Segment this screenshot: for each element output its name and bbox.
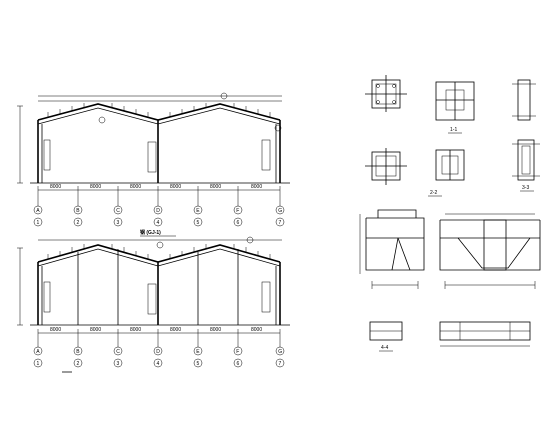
- axis-label: 6: [237, 361, 240, 367]
- axis-bubbles-lower-row1: A B C D E F G: [33, 346, 285, 356]
- detail-section-3-3: 3-3: [512, 139, 540, 192]
- axis-label: B: [76, 349, 80, 355]
- axis-label: 1: [37, 220, 40, 226]
- frame-elevation-lower: 8000 8000 8000 8000 8000 8000 A B C D: [17, 236, 290, 373]
- bay-dim-6: 8000: [251, 184, 262, 190]
- axis-label: 3: [117, 220, 120, 226]
- detail-section-2-2: 2-2: [365, 148, 465, 197]
- axis-label: 1: [37, 361, 40, 367]
- axis-label: 5: [197, 220, 200, 226]
- bay-dim-1: 8000: [50, 327, 61, 333]
- bay-dimension-ticks: [37, 329, 281, 337]
- axis-label: 5: [197, 361, 200, 367]
- detail-section-1-1: 1-1: [365, 75, 536, 134]
- section-label-4: 4-4: [381, 345, 388, 351]
- bay-dimension-ticks: [37, 186, 281, 194]
- section-label-3: 3-3: [522, 185, 529, 191]
- axis-label: 4: [157, 361, 160, 367]
- axis-leaders: [37, 337, 281, 347]
- purlin-marks: [47, 103, 271, 117]
- bay-dim-3: 8000: [130, 327, 141, 333]
- axis-label: F: [236, 349, 239, 355]
- bay-dim-1: 8000: [50, 184, 61, 190]
- axis-bubbles-upper-row1: A B C D E F G: [33, 205, 285, 215]
- axis-label: D: [156, 349, 160, 355]
- axis-label: 3: [117, 361, 120, 367]
- bay-dim-3: 8000: [130, 184, 141, 190]
- axis-label: 6: [237, 220, 240, 226]
- section-label-1: 1-1: [450, 127, 457, 133]
- axis-label: A: [36, 208, 40, 214]
- frame-title: 钢 (GJ-1): [140, 229, 161, 236]
- axis-label: 4: [157, 220, 160, 226]
- axis-label: F: [236, 208, 239, 214]
- axis-label: G: [278, 208, 282, 214]
- detail-column-base-left: [359, 209, 425, 289]
- bay-dim-5: 8000: [210, 184, 221, 190]
- axis-bubbles-upper-row2: 1 2 3 4 5 6 7: [33, 217, 285, 227]
- bay-dim-4: 8000: [170, 327, 181, 333]
- bay-dim-5: 8000: [210, 327, 221, 333]
- detail-section-4-4: 4-4: [369, 321, 531, 352]
- axis-bubbles-lower-row2: 1 2 3 4 5 6 7: [33, 358, 285, 368]
- axis-label: A: [36, 349, 40, 355]
- purlin-marks: [47, 244, 271, 259]
- bay-dim-4: 8000: [170, 184, 181, 190]
- axis-leaders: [37, 194, 281, 206]
- axis-label: 2: [77, 361, 80, 367]
- axis-label: G: [278, 349, 282, 355]
- axis-label: C: [116, 208, 120, 214]
- section-label-2: 2-2: [430, 190, 437, 196]
- bay-dim-2: 8000: [90, 184, 101, 190]
- detail-column-base-right: [439, 213, 541, 289]
- bay-dim-2: 8000: [90, 327, 101, 333]
- axis-label: 7: [279, 361, 282, 367]
- axis-label: 2: [77, 220, 80, 226]
- axis-label: 7: [279, 220, 282, 226]
- axis-label: C: [116, 349, 120, 355]
- axis-label: E: [196, 349, 200, 355]
- bay-dim-6: 8000: [251, 327, 262, 333]
- frame-elevation-upper: 8000 8000 8000 8000 8000 8000 A B C: [17, 92, 290, 237]
- axis-label: E: [196, 208, 200, 214]
- axis-label: D: [156, 208, 160, 214]
- axis-label: B: [76, 208, 80, 214]
